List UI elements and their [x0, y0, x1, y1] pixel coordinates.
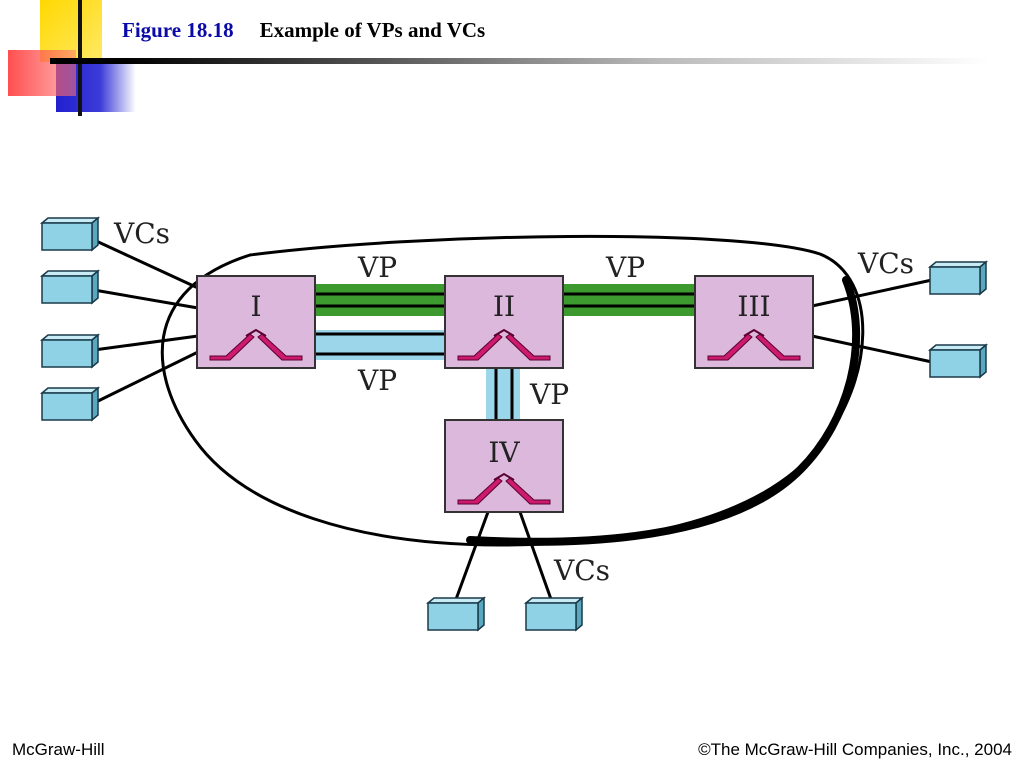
label-vcs-top-right: VCs — [857, 247, 914, 280]
label-vp-green-I-II: VP — [357, 251, 397, 284]
corner-block-red — [8, 50, 76, 96]
label-vp-blue-II-IV: VP — [529, 378, 569, 411]
label-vp-blue-I-II: VP — [357, 364, 397, 397]
terminal-icon — [929, 261, 987, 295]
terminal-icon — [41, 387, 99, 421]
vp-blue-link-II-IV — [486, 368, 520, 420]
switch-II-label: II — [493, 290, 515, 323]
label-vcs-bottom: VCs — [553, 554, 610, 587]
network-cloud-outline — [160, 234, 865, 547]
terminal-icon — [41, 270, 99, 304]
switch-IV-label: IV — [488, 436, 520, 469]
vp-green-link-II-III — [562, 284, 696, 316]
label-vcs-top-left: VCs — [113, 217, 170, 250]
vp-green-link-I-II — [314, 284, 446, 316]
terminal-icon — [929, 344, 987, 378]
terminal-icon — [427, 597, 485, 631]
figure-caption: Example of VPs and VCs — [259, 18, 486, 42]
network-cloud-shadow — [466, 276, 861, 546]
switch-III: III — [694, 275, 814, 369]
slide-title: Figure 18.18 Example of VPs and VCs — [122, 18, 485, 43]
figure-label: Figure 18.18 — [122, 18, 234, 42]
title-underline — [50, 58, 990, 64]
vc-lines — [93, 238, 933, 603]
footer-copyright: ©The McGraw-Hill Companies, Inc., 2004 — [698, 740, 1012, 759]
label-vp-green-II-III: VP — [605, 251, 645, 284]
switch-I: I — [196, 275, 316, 369]
switch-IV: IV — [444, 419, 564, 513]
switch-II: II — [444, 275, 564, 369]
terminal-icon — [41, 334, 99, 368]
terminal-icon — [41, 217, 99, 251]
switch-I-label: I — [250, 290, 261, 323]
vp-blue-link-I-II — [314, 330, 446, 360]
terminal-icon — [525, 597, 583, 631]
switch-III-label: III — [737, 290, 770, 323]
footer-publisher: McGraw-Hill — [12, 740, 105, 759]
